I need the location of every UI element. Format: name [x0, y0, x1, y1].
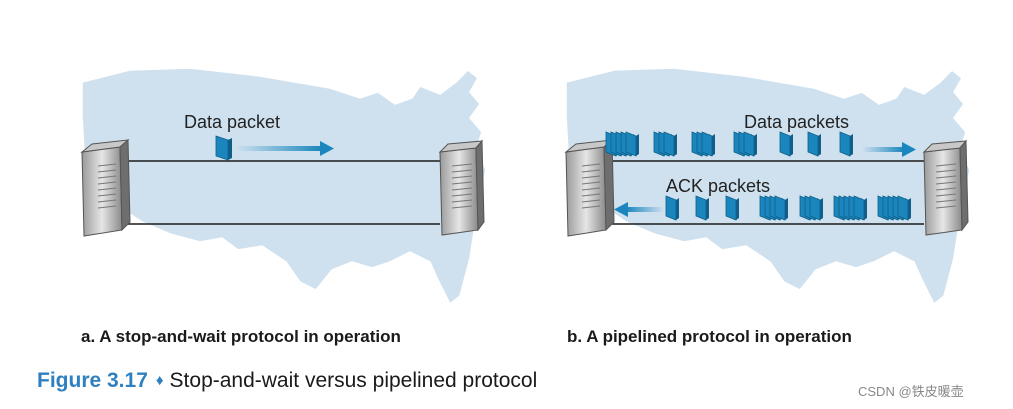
- ack-packet: [695, 195, 709, 221]
- ack-arrow-b: [614, 202, 664, 217]
- data-packet: [625, 131, 639, 157]
- ack-packet: [665, 195, 679, 221]
- ack-packets-b: [665, 195, 911, 221]
- watermark: CSDN @铁皮暖壶: [858, 384, 964, 399]
- server-right-a: [438, 139, 485, 236]
- ack-packet: [853, 195, 867, 221]
- panel-a: Data packet: [80, 67, 487, 306]
- figure-label: Figure 3.17: [37, 369, 148, 392]
- data-packet: [779, 131, 793, 157]
- data-packet: [701, 131, 715, 157]
- caption-panel-a: a. A stop-and-wait protocol in operation: [81, 327, 401, 346]
- figure-caption: Figure 3.17 ♦ Stop-and-wait versus pipelin…: [37, 369, 537, 393]
- data-packet-a: [215, 135, 232, 161]
- data-packet: [663, 131, 677, 157]
- data-packet: [743, 131, 757, 157]
- figure-title: Stop-and-wait versus pipelined protocol: [169, 369, 538, 392]
- figure-separator: ♦: [155, 372, 164, 389]
- data-packet: [807, 131, 821, 157]
- server-left-b: [564, 138, 615, 237]
- ack-packet: [897, 195, 911, 221]
- us-map-b: [565, 67, 971, 306]
- data-packet: [839, 131, 853, 157]
- data-packet-label-a: Data packet: [184, 112, 280, 132]
- server-right-b: [922, 139, 969, 236]
- us-map-a: [81, 67, 487, 306]
- ack-packets-label-b: ACK packets: [666, 176, 770, 196]
- panel-b: Data packets ACK packets: [564, 67, 971, 306]
- data-packets-label-b: Data packets: [744, 112, 849, 132]
- ack-packet: [774, 195, 788, 221]
- caption-panel-b: b. A pipelined protocol in operation: [567, 327, 852, 346]
- ack-packet: [725, 195, 739, 221]
- server-left-a: [80, 138, 131, 237]
- data-arrow-a: [236, 141, 334, 156]
- data-arrow-b: [862, 142, 916, 157]
- data-packets-b: [605, 131, 853, 157]
- ack-packet: [809, 195, 823, 221]
